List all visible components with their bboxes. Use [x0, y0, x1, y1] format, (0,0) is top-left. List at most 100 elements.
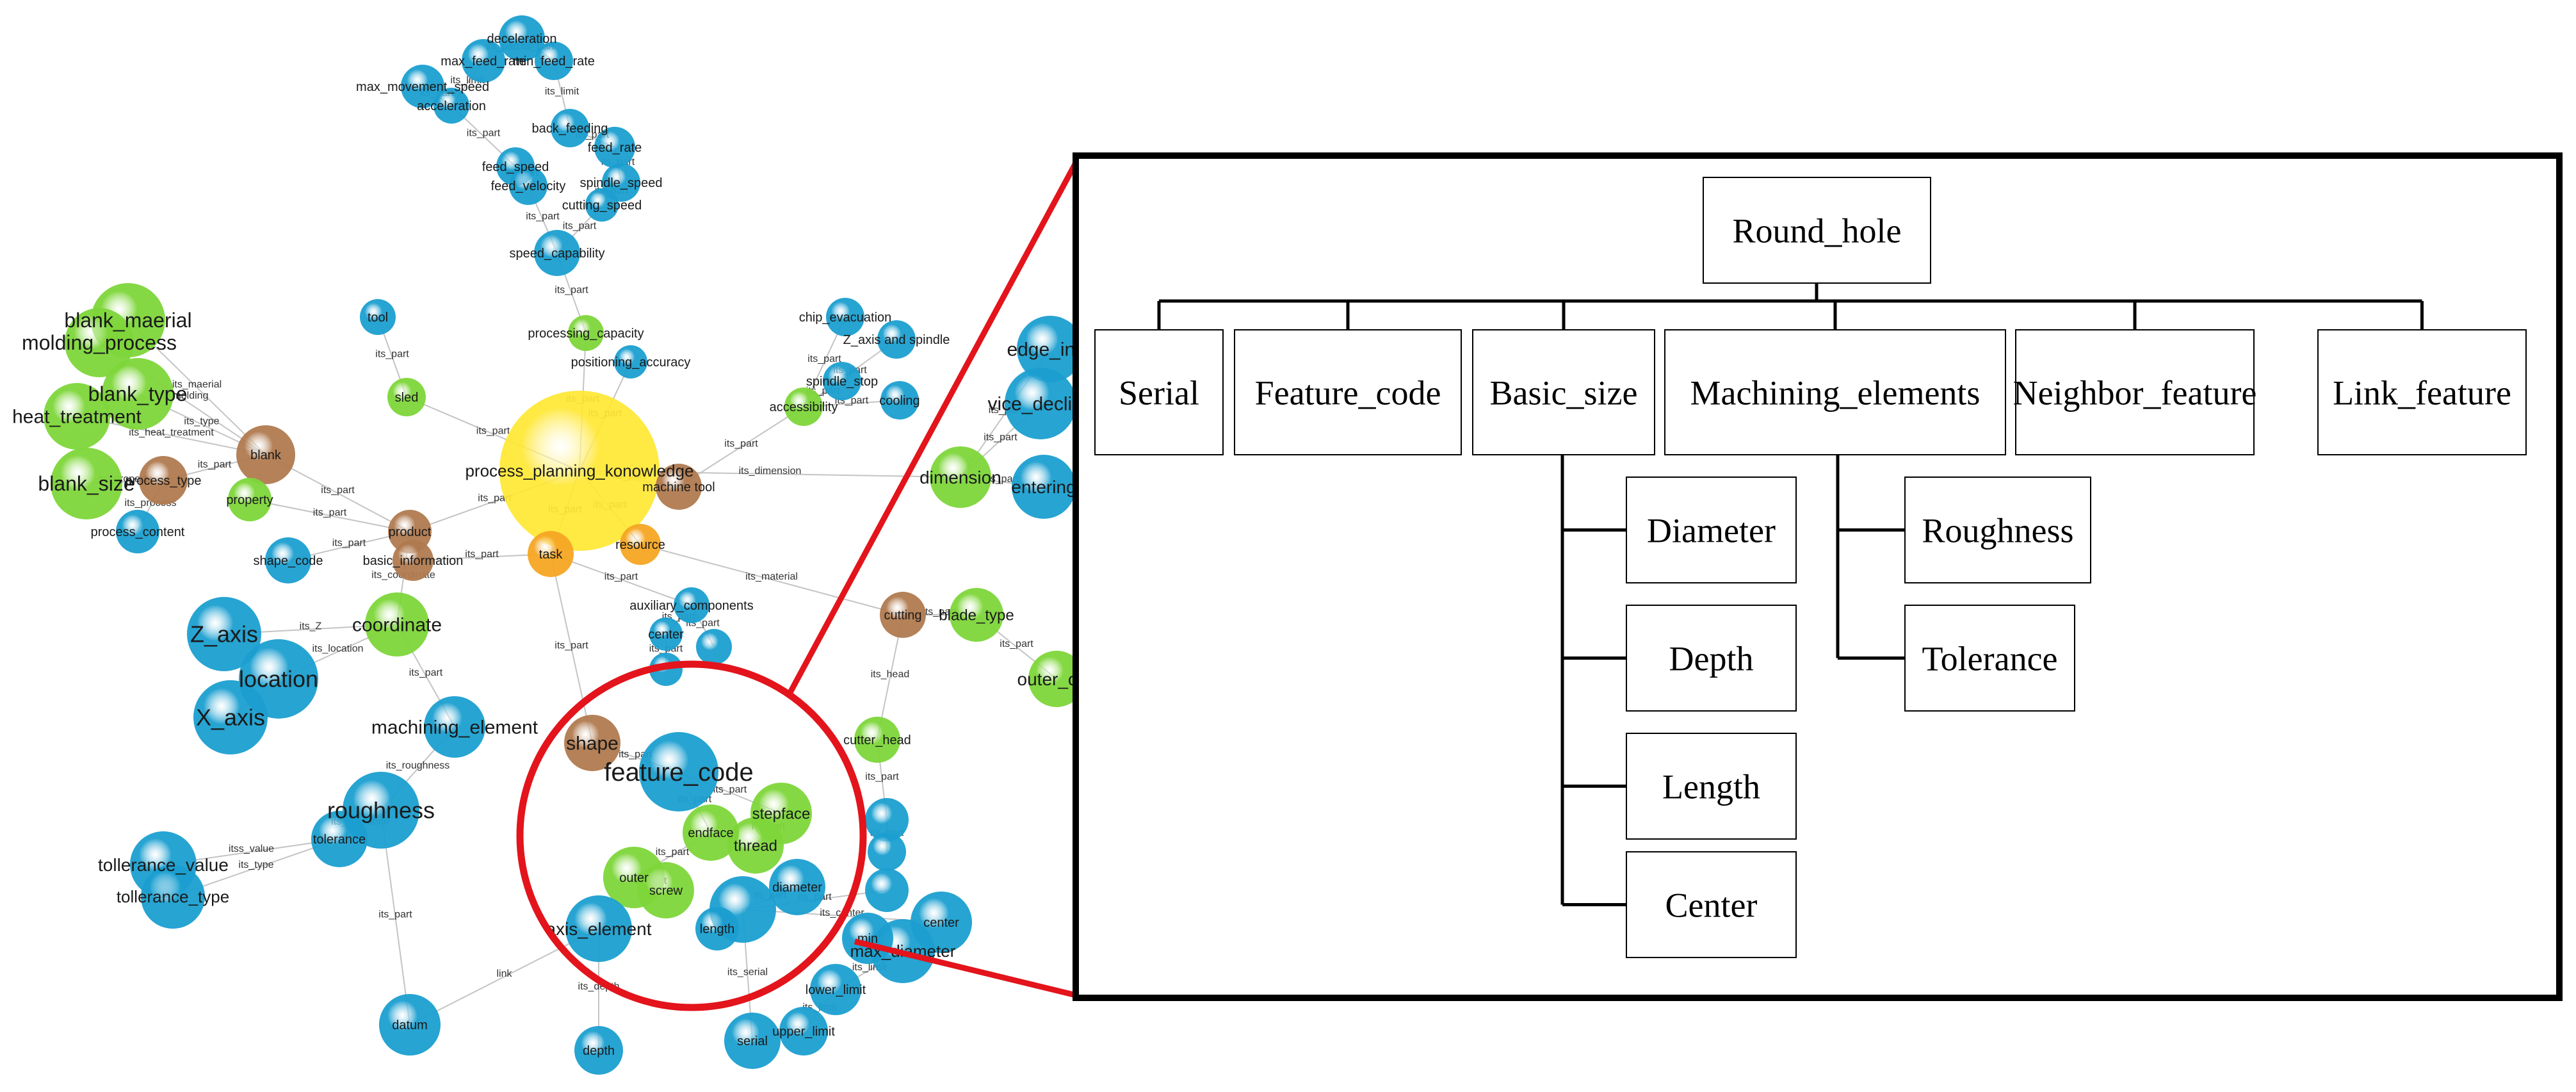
graph-node-label: thread — [734, 837, 777, 854]
graph-edge-label: its_part — [313, 507, 347, 518]
graph-node-label: chip_evacuation — [799, 311, 892, 325]
graph-node-label: tool — [368, 311, 388, 325]
tree-basic-size-item-1-box — [1626, 477, 1797, 583]
graph-node-label: diameter — [772, 881, 822, 895]
graph-node-screw — [638, 862, 694, 918]
graph-edge-label: its_dimension — [739, 466, 802, 477]
graph-edge-label: its_part — [985, 474, 1019, 485]
graph-node-datum — [379, 994, 441, 1055]
tree-child-3-label: Basic_size — [1490, 374, 1638, 412]
graph-edge-label: its_head — [871, 669, 910, 680]
graph-node-node-a — [696, 629, 732, 665]
tree-child-4-box — [1664, 329, 2006, 455]
graph-edge-label: its_part — [923, 607, 957, 617]
graph-edge-label: its_part — [984, 432, 1017, 443]
graph-node-label: blade_type — [939, 607, 1014, 624]
graph-edge-label: its_part — [865, 772, 899, 783]
tree-child-4-label: Machining_elements — [1690, 374, 1981, 412]
graph-node-label: feed_speed — [482, 160, 549, 174]
graph-edge-label: its_part — [807, 354, 841, 364]
graph-node-entering — [1012, 455, 1076, 519]
graph-edge — [409, 928, 599, 1025]
graph-node-acceleration — [433, 88, 469, 124]
graph-edge-label: its_part — [478, 493, 512, 504]
graph-node-label: molding_process — [22, 331, 177, 354]
graph-edge-label: its_location — [312, 644, 363, 655]
graph-node-thread — [727, 817, 784, 874]
graph-node-label: min_feed_rate — [513, 54, 595, 69]
graph-node-label: speed_capability — [510, 247, 605, 261]
graph-node-label: location — [239, 666, 318, 692]
graph-edge — [249, 499, 410, 532]
graph-node-label: depth — [583, 1044, 615, 1058]
graph-node-label: basic_information — [363, 554, 464, 568]
graph-node-shape-code — [265, 537, 311, 583]
graph-node-label: center — [648, 628, 684, 642]
graph-node-blade-type — [950, 588, 1003, 642]
graph-node-label: accessibility — [770, 400, 838, 414]
graph-node-back-feeding — [551, 109, 589, 147]
graph-node-label: Z_axis and spindle — [843, 333, 950, 347]
graph-node-label: blank_size — [38, 472, 134, 495]
graph-edge-label: its_type — [184, 416, 219, 427]
graph-node-label: coordinate — [352, 615, 442, 636]
graph-node-label: axis_element — [546, 919, 652, 939]
graph-node-cutter-head — [854, 717, 900, 763]
graph-node-label: serial — [737, 1034, 768, 1048]
graph-node-feed-velocity — [509, 167, 547, 205]
graph-node-tollerance-type — [141, 865, 205, 929]
graph-node-molding-process — [65, 308, 134, 377]
graph-node-dimension — [930, 446, 991, 508]
graph-node-heat-treatment — [44, 383, 110, 450]
tree-child-6-box — [2317, 329, 2527, 455]
graph-node-Z-axis — [187, 597, 261, 671]
zoom-callout — [516, 155, 1081, 1011]
graph-node-label: shape_code — [254, 554, 323, 568]
graph-node-label: sled — [395, 391, 419, 405]
graph-node-label: datum — [392, 1018, 428, 1032]
tree-child-5-label: Neighbor_feature — [2013, 374, 2257, 412]
callout-line-top — [786, 155, 1081, 697]
graph-node-spindle-stop — [823, 362, 861, 400]
graph-edge-label: its_material — [745, 571, 798, 582]
graph-node-center-hole — [649, 617, 683, 651]
graph-edge — [550, 553, 692, 606]
graph-edge-label: its_part — [713, 785, 747, 795]
tree-child-5-box — [2015, 329, 2255, 455]
graph-edge-label: its_part — [378, 909, 412, 920]
graph-edge-label: its_part — [563, 221, 597, 232]
graph-node-blank-size — [51, 448, 122, 519]
graph-edge-label: link — [496, 968, 512, 979]
graph-node-label: upper_limit — [772, 1025, 835, 1039]
graph-node-right-blue-3 — [865, 868, 909, 912]
graph-node-label: feed_velocity — [491, 179, 566, 193]
graph-node-basic-information — [393, 540, 433, 581]
graph-node-cutting-speed — [585, 188, 619, 222]
graph-node-depth — [574, 1026, 623, 1075]
graph-node-label: cutting_speed — [562, 199, 642, 213]
graph-node-processing-capacity — [568, 315, 604, 351]
tree-child-1-label: Serial — [1119, 374, 1199, 412]
graph-node-cutting — [880, 592, 926, 638]
graph-edge-label: its_part — [332, 538, 366, 549]
graph-node-label: entering — [1011, 477, 1076, 497]
tree-machining-item-2-box — [1904, 605, 2075, 712]
graph-edge — [640, 544, 903, 615]
graph-edge-label: its_part — [724, 439, 758, 450]
graph-node-property — [228, 478, 271, 521]
graph-node-max-movement-speed — [401, 65, 444, 108]
graph-node-label: heat_treatment — [12, 407, 142, 428]
graph-node-label: screw — [649, 884, 683, 898]
graph-node-label: Z_axis — [190, 621, 258, 648]
graph-node-label: blank_maerial — [64, 309, 191, 332]
graph-node-right-blue-2 — [868, 833, 906, 871]
graph-node-label: cutting — [884, 608, 922, 623]
graph-edge-label: its_part — [555, 285, 588, 296]
graph-edge-label: its_part — [321, 485, 355, 496]
graph-node-label: task — [539, 548, 563, 562]
graph-node-label: center — [923, 916, 959, 930]
callout-line-bottom — [854, 938, 1080, 999]
tree-basic-size-item-4-box — [1626, 851, 1797, 958]
graph-node-label: resource — [615, 538, 665, 552]
